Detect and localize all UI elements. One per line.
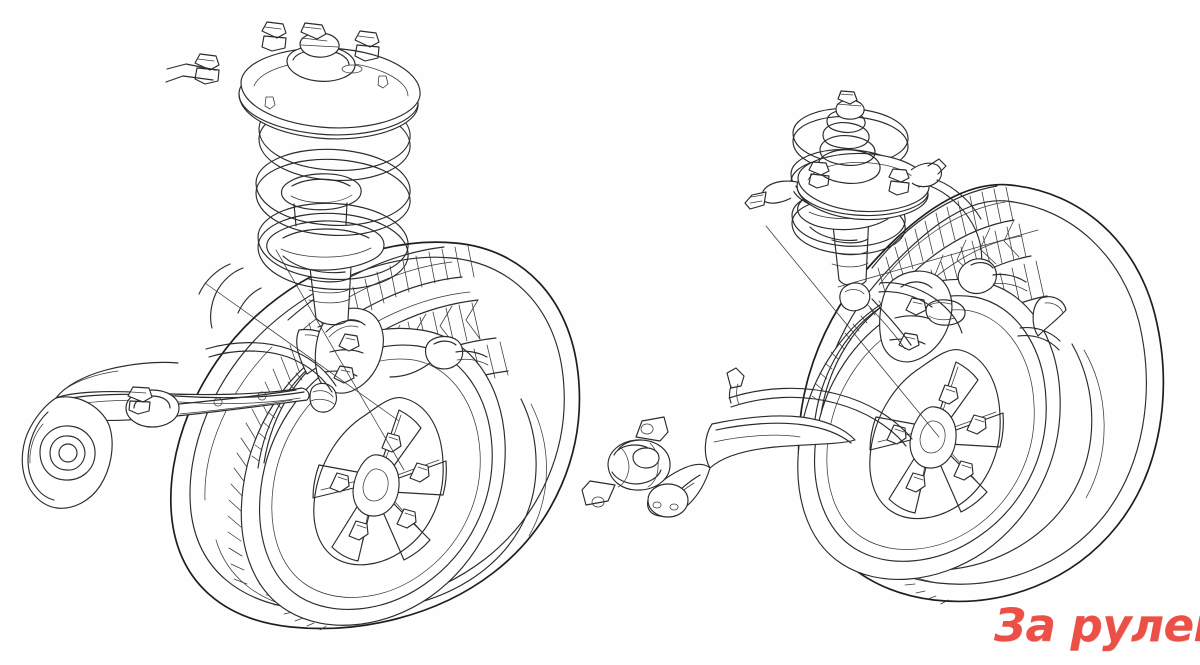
front-lower-control-arm <box>21 361 310 509</box>
front-road-wheel <box>240 327 506 626</box>
rear-mount-stud-nut-2 <box>888 168 910 183</box>
rear-wheel-spokes <box>869 361 1004 514</box>
rear-link-boot <box>925 299 966 326</box>
front-strut-top-mount <box>194 21 421 140</box>
rear-brake-hose <box>726 225 1039 447</box>
front-steering-knuckle <box>309 307 384 413</box>
logo-text: За рулем <box>994 598 1200 652</box>
front-brake-hose <box>204 249 405 471</box>
rear-strut-top-mount <box>744 90 947 221</box>
rear-suspension-assembly <box>581 90 1165 605</box>
rear-road-wheel <box>797 279 1061 580</box>
front-suspension-assembly <box>21 21 581 631</box>
hose-clip <box>726 367 745 389</box>
rear-suspension-links <box>839 179 1028 350</box>
front-subframe-stub <box>165 63 262 329</box>
rear-trailing-arm <box>581 415 856 518</box>
wheel-lug-bolts <box>329 432 430 541</box>
rear-wheel-lug-bolts <box>886 384 987 493</box>
front-tie-rod <box>389 335 489 378</box>
rear-mount-stud-nut-1 <box>808 161 830 176</box>
za-rulem-logo: За рулем <box>994 596 1200 654</box>
front-strut-body <box>266 173 385 326</box>
